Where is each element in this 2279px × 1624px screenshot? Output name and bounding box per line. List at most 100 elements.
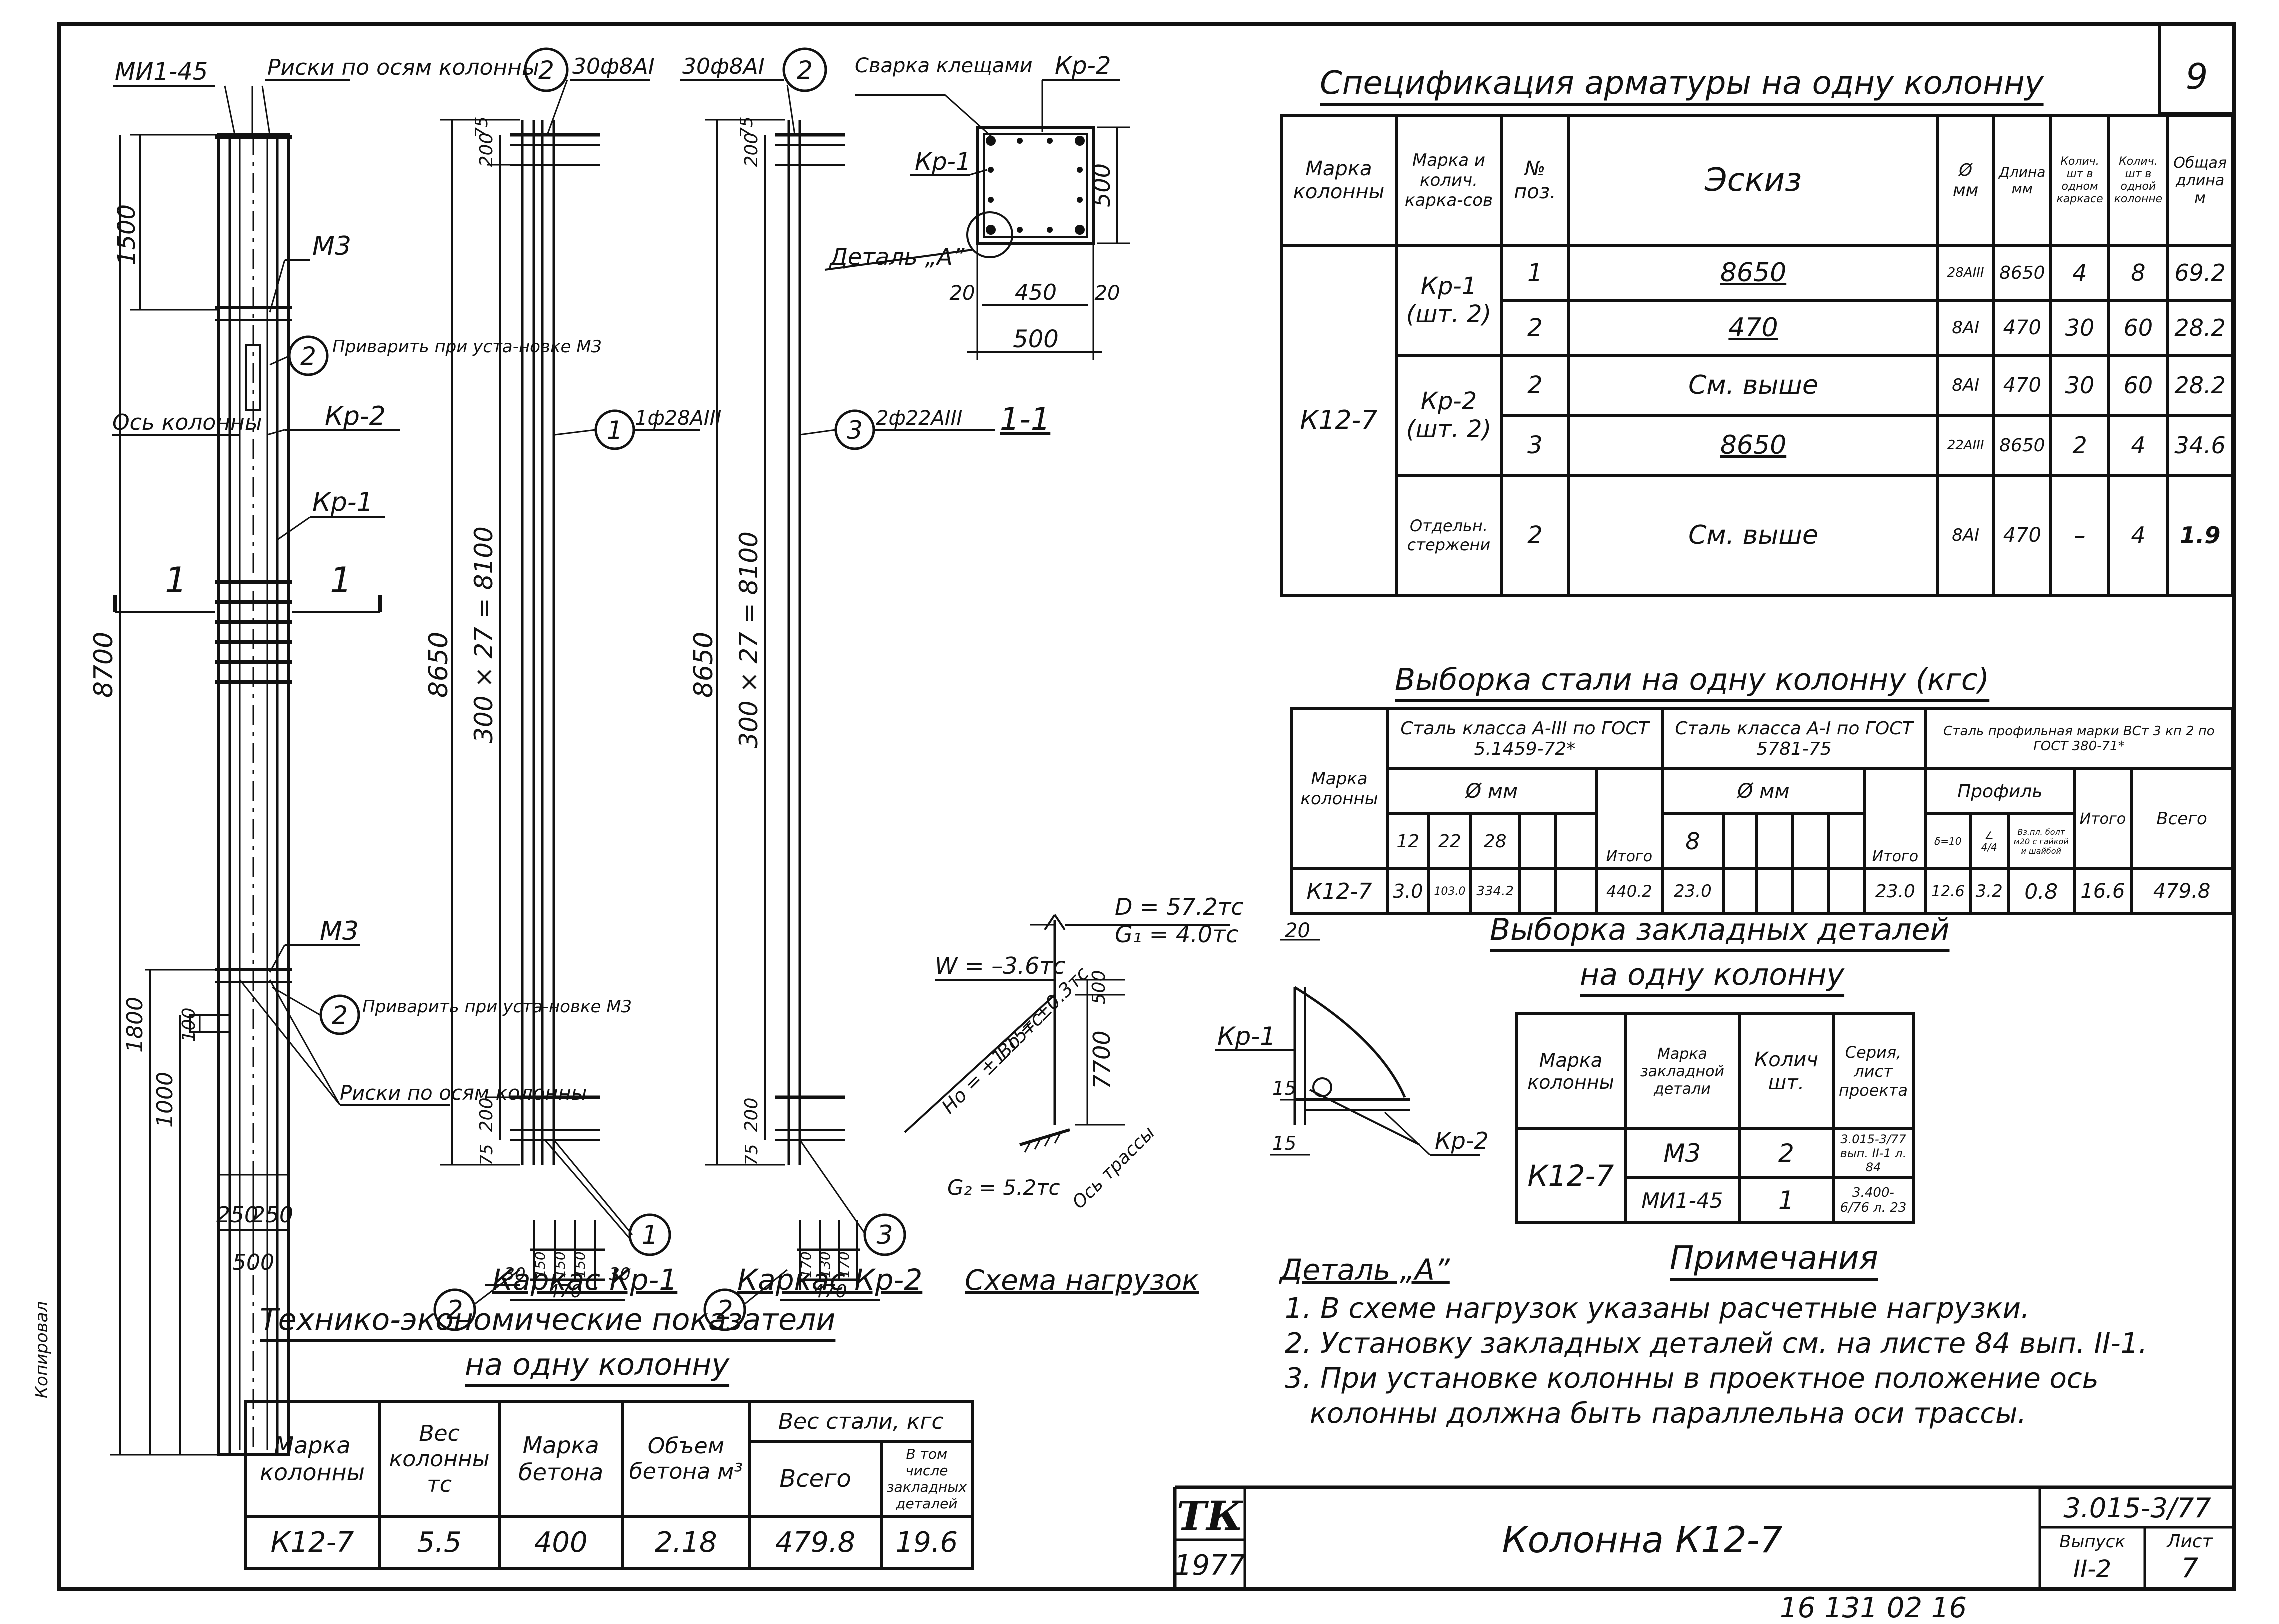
cage2-detail-width: 470 <box>813 1281 848 1302</box>
spec-row2-q1: 30 <box>2050 354 2110 417</box>
cage1-detail-dim-1: 150 <box>532 1251 548 1278</box>
section-dim-20-right: 20 <box>1095 282 1120 305</box>
embedded-row0-name: М3 <box>1624 1127 1741 1179</box>
cage2-dim-8650: 8650 <box>689 632 719 698</box>
load-dim-500: 500 <box>1089 970 1110 1005</box>
embedded-row1-name: МИ1-45 <box>1624 1176 1741 1224</box>
embedded-row1-ref: 3.400-6/76 л. 23 <box>1832 1176 1916 1224</box>
section-weld-label: Сварка клещами <box>855 54 1033 77</box>
stamp-logo: ТК <box>1177 1492 1244 1539</box>
column-section-mark-left: 1 <box>165 560 188 601</box>
column-m3-top: М3 <box>312 231 352 261</box>
spec-row0-total: 69.2 <box>2166 244 2234 302</box>
tei-v-concrete: 400 <box>498 1515 624 1570</box>
column-dim-250-left: 250 <box>216 1202 258 1228</box>
cage1-detail-dim-0: 30 <box>504 1264 526 1284</box>
cage1-pos-top: 2 <box>538 56 554 85</box>
steel-h-dia: Ø мм <box>1386 767 1598 815</box>
steel-h-profile: Профиль <box>1924 767 2076 815</box>
section-kr2: Кр-2 <box>1055 52 1111 80</box>
column-dim-8700: 8700 <box>89 632 119 698</box>
spec-row3-len: 8650 <box>1992 414 2053 477</box>
cage1-detail-dim-4: 30 <box>609 1264 630 1284</box>
column-dim-100: 100 <box>179 1008 200 1042</box>
cage1-dim-75-bot: 75 <box>477 1144 497 1165</box>
cage-kr2 <box>680 47 995 1331</box>
spec-row1-len: 470 <box>1992 299 2053 357</box>
steel-vp3: 0.8 <box>2006 867 2076 915</box>
spec-row0-pos: 1 <box>1500 244 1570 302</box>
spec-row2-pos: 2 <box>1500 354 1570 417</box>
section-caption: 1-1 <box>1000 401 1050 437</box>
steel-table: Марка колонны Сталь класса А-III по ГОСТ… <box>1290 707 2234 915</box>
tei-v-steel-total: 479.8 <box>748 1515 883 1570</box>
cage2-bar-label: 2ф22АIII <box>876 407 962 430</box>
steel-v22: 103.0 <box>1427 867 1473 915</box>
spec-h-q1: Колич. шт в одном каркасе <box>2050 114 2110 247</box>
cage1-detail-dim-2: 150 <box>552 1251 568 1278</box>
load-W: W = –3.6тс <box>935 952 1066 979</box>
steel-d22: 22 <box>1427 812 1473 870</box>
spec-row1-dia: 8АI <box>1936 299 1996 357</box>
cage2-detail-dim-0: 170 <box>798 1251 814 1278</box>
notes-title: Примечания <box>1670 1240 1878 1277</box>
cage2-dim-200-bot: 200 <box>742 1098 762 1132</box>
spec-row0-len: 8650 <box>1992 244 2053 302</box>
cage2-top-label: 30ф8АI <box>682 54 765 79</box>
notes-item-2: 2. Установку закладных деталей см. на ли… <box>1285 1327 2148 1360</box>
detail-a-kr2: Кр-2 <box>1435 1127 1489 1154</box>
embedded-row0-qty: 2 <box>1738 1127 1835 1179</box>
column-weld-bottom: Приварить при уста-новке М3 <box>362 997 632 1017</box>
spec-row3-total: 34.6 <box>2166 414 2234 477</box>
load-D: D = 57.2тс <box>1115 893 1244 920</box>
load-dim-7700: 7700 <box>1088 1030 1116 1089</box>
steel-p2: ∠ 4/4 <box>1968 812 2010 870</box>
tei-h-weight: Вес колонны тс <box>378 1400 502 1518</box>
cage2-circle-3: 3 <box>876 1220 893 1250</box>
tei-h-steel: Вес стали, кгс <box>748 1400 974 1443</box>
spec-h-dia: Ø мм <box>1936 114 1996 247</box>
steel-d8: 8 <box>1660 812 1725 870</box>
spec-row2-dia: 8АI <box>1936 354 1996 417</box>
load-caption: Схема нагрузок <box>965 1264 1199 1297</box>
cage1-dim-75-top: 75 <box>472 116 492 138</box>
cage1-dim-pitch: 300 × 27 = 8100 <box>470 526 498 743</box>
column-top-mark: МИ1-45 <box>115 58 208 86</box>
embedded-h-qty: Колич шт. <box>1738 1012 1835 1130</box>
embedded-h-mark: Марка колонны <box>1515 1012 1627 1130</box>
spec-row2-len: 470 <box>1992 354 2053 417</box>
stamp-issue-label: Выпуск <box>2060 1532 2126 1552</box>
steel-vtotal: 479.8 <box>2130 867 2234 915</box>
column-dim-1000: 1000 <box>152 1072 178 1128</box>
steel-title: Выборка стали на одну колонну (кгс) <box>1395 662 1990 697</box>
embedded-title-2: на одну колонну <box>1580 957 1845 992</box>
steel-h-itogo2: Итого <box>1863 767 1928 870</box>
spec-row2-sketch: См. выше <box>1567 354 1940 417</box>
cage1-circle-1: 1 <box>642 1220 658 1250</box>
tei-h-steel-total: Всего <box>748 1440 883 1518</box>
spec-row4-frame: Отдельн. стержени <box>1394 474 1504 597</box>
column-section-mark-right: 1 <box>330 560 352 601</box>
section-dim-20-left: 20 <box>950 282 976 305</box>
steel-p3: Вз.пл. болт м20 с гайкой и шайбой <box>2006 812 2076 870</box>
steel-h-a1: Сталь класса А-I по ГОСТ 5781-75 <box>1660 707 1928 770</box>
notes-item-1: 1. В схеме нагрузок указаны расчетные на… <box>1285 1292 2030 1325</box>
detail-a-dim-20: 20 <box>1285 919 1310 942</box>
spec-h-q2: Колич. шт в одной колонне <box>2107 114 2170 247</box>
steel-vitogo3: 16.6 <box>2072 867 2134 915</box>
spec-row0-q1: 4 <box>2050 244 2110 302</box>
tei-title-1: Технико-экономические показатели <box>260 1302 836 1337</box>
detail-a-dim-15b: 15 <box>1272 1132 1296 1154</box>
stamp-year: 1977 <box>1174 1549 1246 1582</box>
spec-h-total: Общая длина м <box>2166 114 2234 247</box>
spec-row4-total: 1.9 <box>2166 474 2234 597</box>
spec-title: Спецификация арматуры на одну колонну <box>1320 65 2044 102</box>
side-note: Копировал <box>32 1301 52 1398</box>
tei-h-volume: Объем бетона м³ <box>621 1400 752 1518</box>
steel-vitogo2: 23.0 <box>1863 867 1928 915</box>
steel-vp2: 3.2 <box>1968 867 2010 915</box>
spec-row1-pos: 2 <box>1500 299 1570 357</box>
embedded-row0-ref: 3.015-3/77 вып. II-1 л. 84 <box>1832 1127 1916 1179</box>
cage1-top-label: 30ф8АI <box>572 54 655 79</box>
